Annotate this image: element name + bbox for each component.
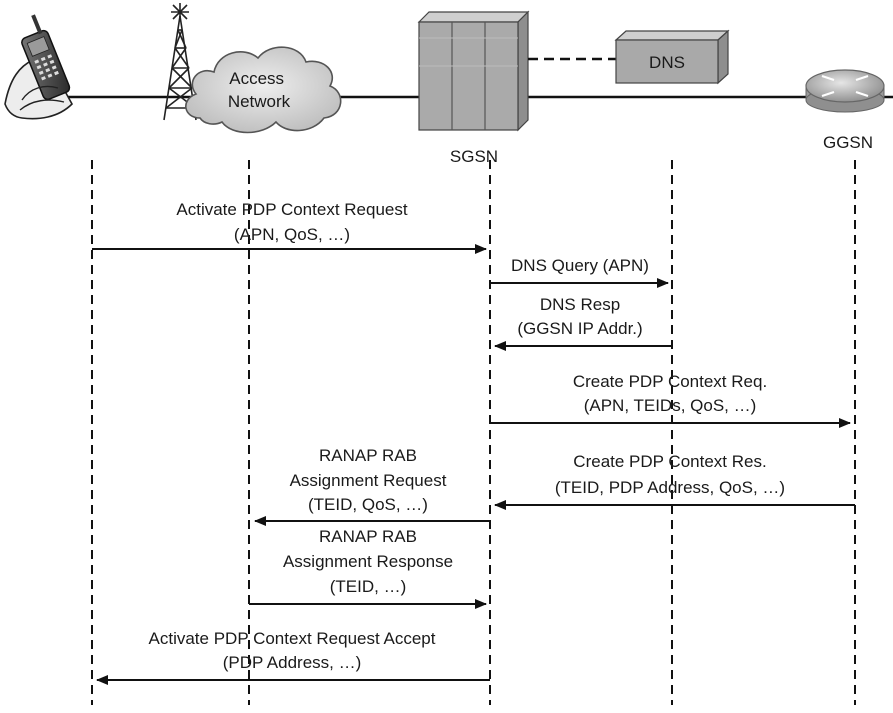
antenna-tower-icon [163, 3, 197, 121]
ggsn-router-icon [805, 69, 885, 113]
mobile-phone-icon [4, 14, 73, 120]
dns-server-icon [614, 29, 730, 85]
msg-activate-pdp-accept-label: Activate PDP Context Request Accept(PDP … [149, 629, 436, 672]
msg-activate-pdp-request-label: Activate PDP Context Request(APN, QoS, …… [176, 200, 407, 244]
sgsn-server-icon [417, 10, 530, 132]
msg-create-pdp-req-label: Create PDP Context Req.(APN, TEIDs, QoS,… [573, 372, 767, 415]
msg-dns-query-label: DNS Query (APN) [511, 256, 649, 275]
ggsn-label: GGSN [823, 133, 873, 152]
access-network-label: Access Network [228, 69, 291, 111]
msg-create-pdp-res-label: Create PDP Context Res.(TEID, PDP Addres… [555, 452, 785, 497]
msg-dns-resp-label: DNS Resp(GGSN IP Addr.) [517, 295, 642, 338]
sgsn-label: SGSN [450, 147, 498, 166]
access-network-cloud-icon [185, 46, 342, 134]
dns-label: DNS [649, 53, 685, 72]
